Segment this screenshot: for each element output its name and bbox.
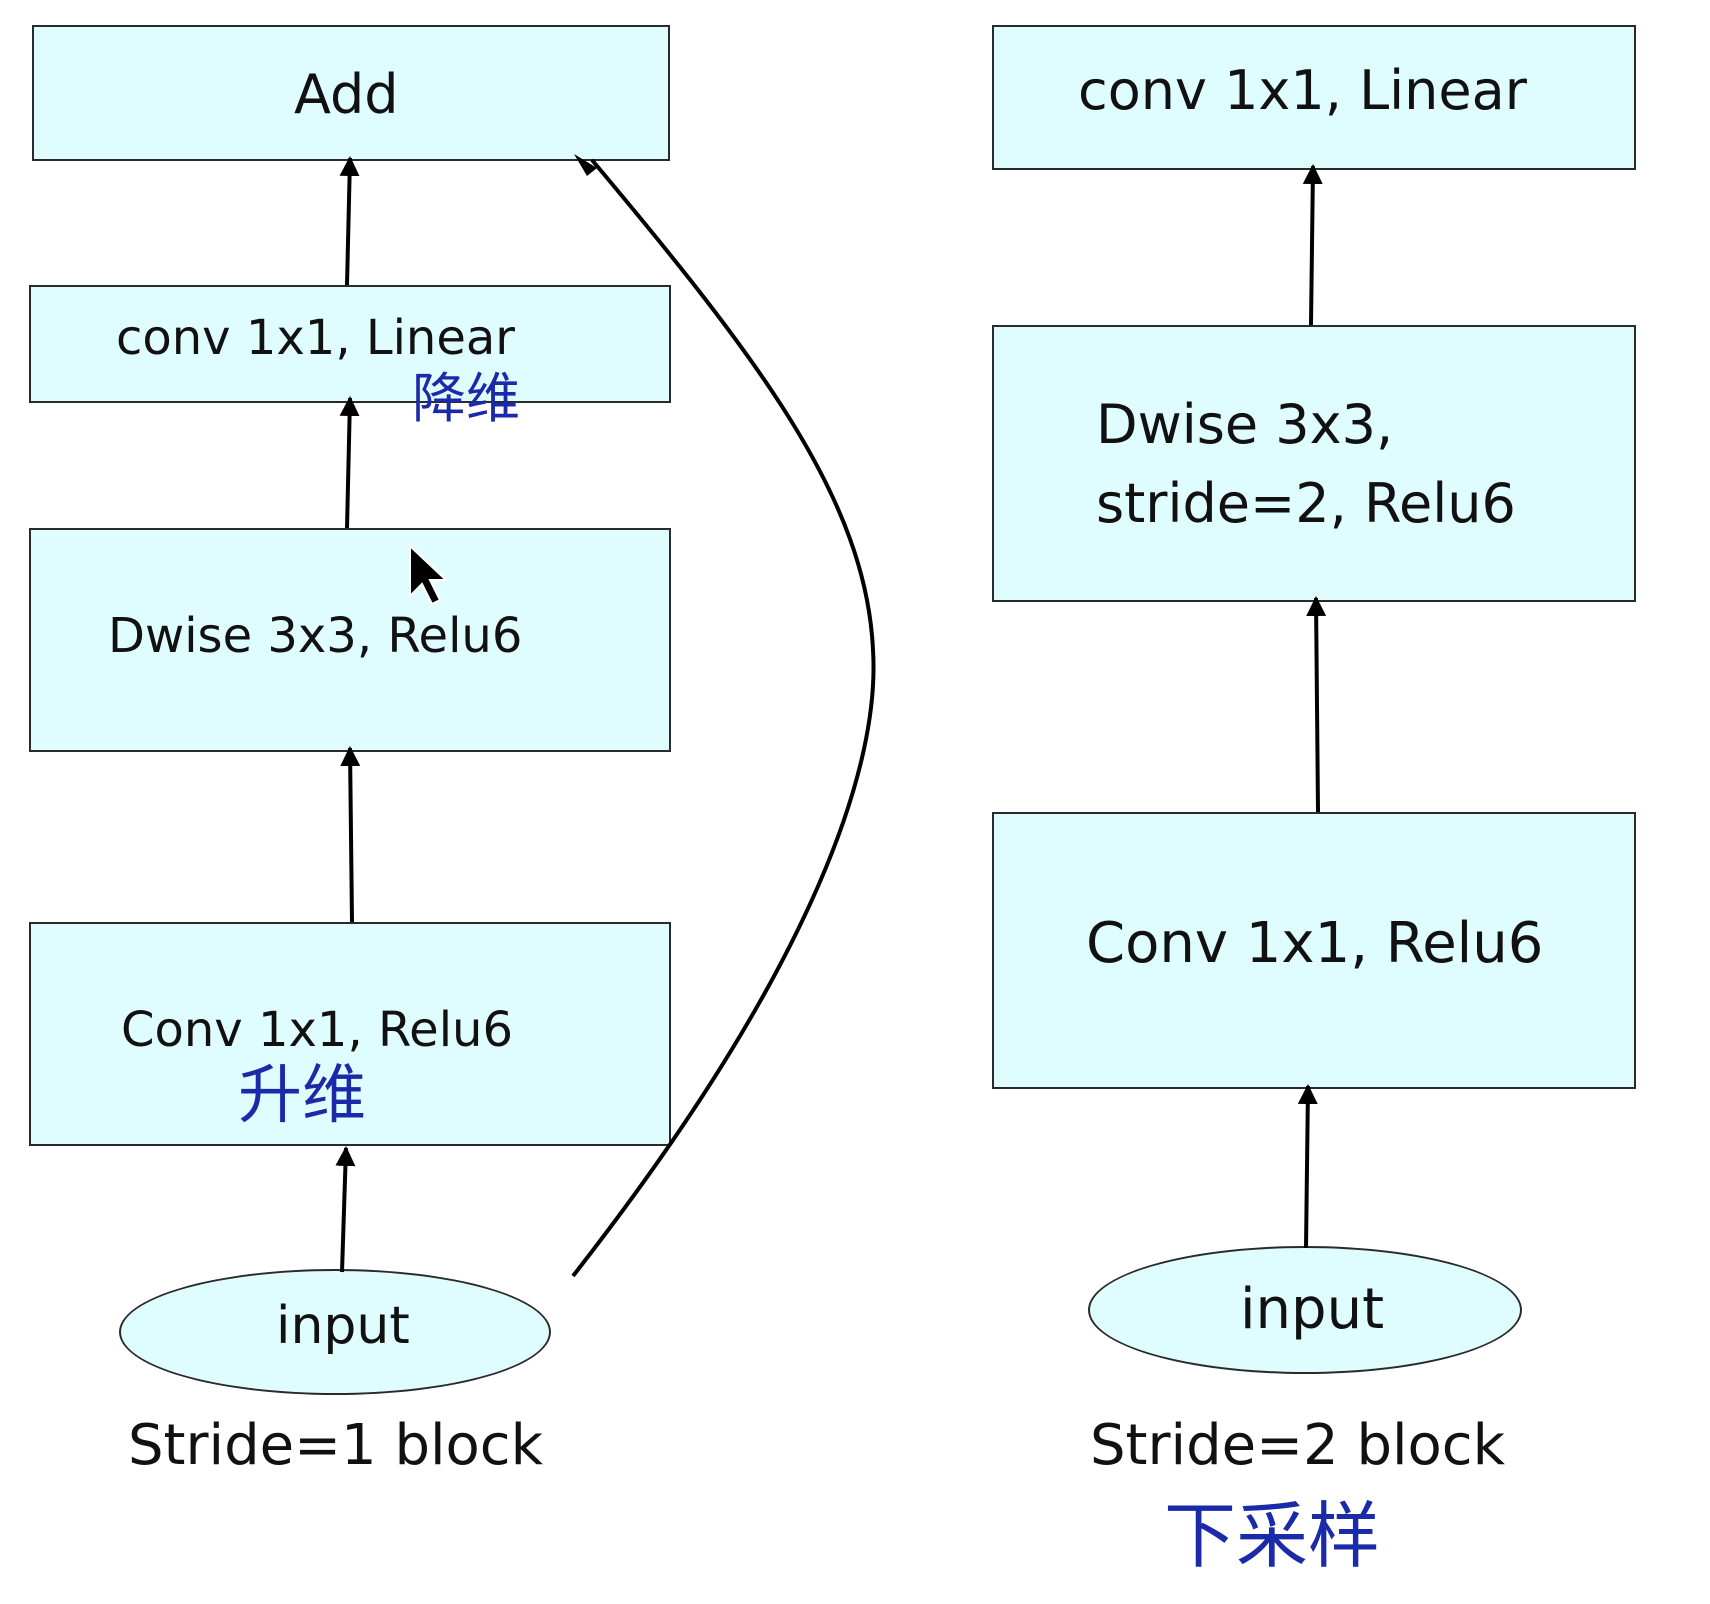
left-arrow-conv-to-dwise — [340, 746, 361, 923]
left-skip-connection — [571, 158, 876, 1278]
right-arrow-dwise-to-linear — [1302, 164, 1323, 326]
left-caption: Stride=1 block — [128, 1413, 544, 1478]
right-dwise-label-line1: Dwise 3x3, — [1096, 393, 1394, 456]
right-input-node — [1088, 1246, 1522, 1374]
left-skip-arrowhead — [574, 154, 597, 176]
left-arrow-input-to-conv — [335, 1146, 356, 1273]
left-conv-relu-box — [29, 922, 671, 1146]
left-add-box — [32, 25, 670, 161]
right-dwise-label-line2: stride=2, Relu6 — [1096, 472, 1516, 535]
left-expand-dim-note: 升维 — [238, 1059, 366, 1133]
right-caption: Stride=2 block — [1090, 1413, 1506, 1478]
left-conv-linear-label: conv 1x1, Linear — [116, 310, 516, 366]
right-arrow-input-to-conv — [1297, 1084, 1318, 1249]
mouse-cursor-icon — [409, 543, 449, 606]
left-input-label: input — [276, 1296, 410, 1356]
left-reduce-dim-note: 降维 — [412, 367, 520, 430]
left-dwise-label: Dwise 3x3, Relu6 — [108, 608, 523, 664]
left-conv-relu-label: Conv 1x1, Relu6 — [121, 1002, 513, 1058]
right-conv-relu-label: Conv 1x1, Relu6 — [1086, 911, 1544, 976]
right-conv-linear-label: conv 1x1, Linear — [1078, 59, 1527, 122]
right-downsample-note: 下采样 — [1164, 1494, 1381, 1578]
right-arrow-conv-to-dwise — [1306, 596, 1327, 813]
left-arrow-dwise-to-linear — [339, 396, 360, 529]
left-input-node — [119, 1269, 551, 1395]
right-input-label: input — [1240, 1277, 1385, 1342]
left-add-label: Add — [294, 63, 399, 126]
right-conv-relu-box — [992, 812, 1636, 1089]
right-dwise-box — [992, 325, 1636, 602]
left-arrow-linear-to-add — [339, 156, 360, 286]
